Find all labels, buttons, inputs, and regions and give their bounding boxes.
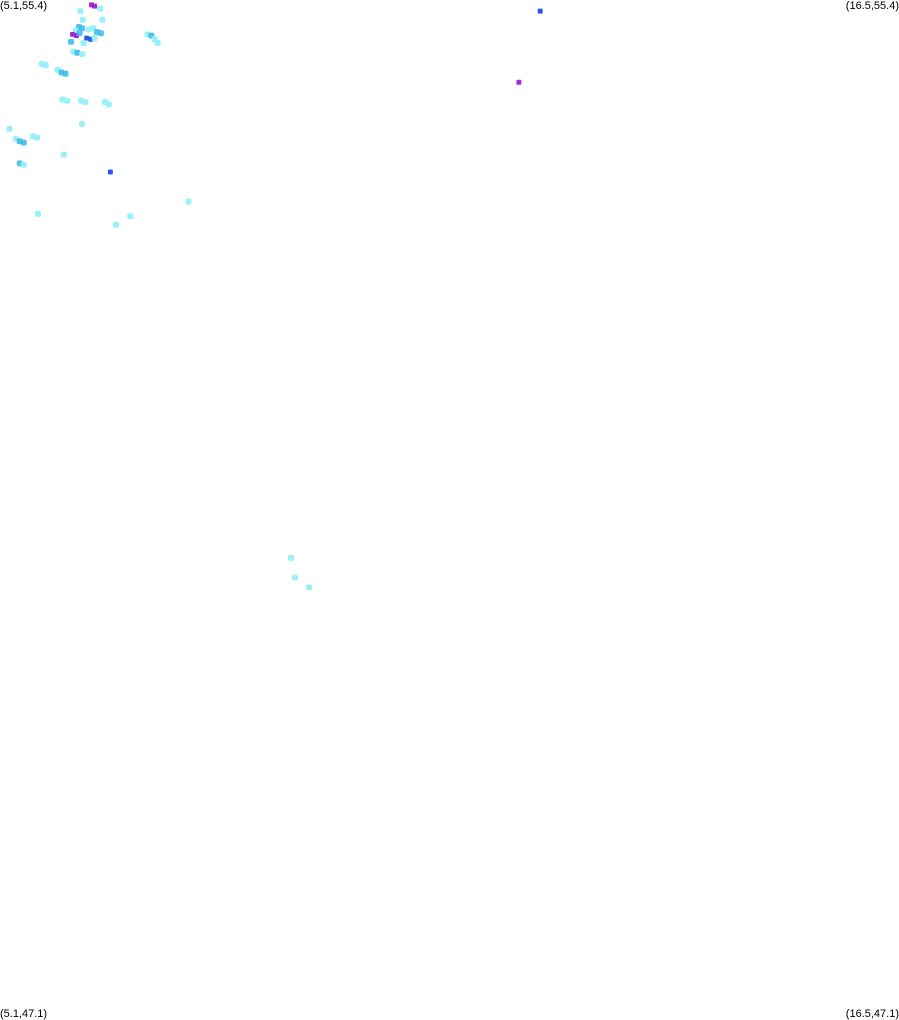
map-point-low (91, 35, 98, 42)
map-point-mid (97, 30, 104, 37)
corner-label-bottom-right: (16.5,47.1) (845, 1008, 899, 1020)
map-point-high (537, 8, 543, 14)
map-point-low (112, 221, 119, 228)
map-point-low (85, 26, 92, 33)
map-point-low (185, 198, 192, 205)
map-point-mid (76, 30, 83, 37)
map-point-low (34, 210, 41, 217)
corner-label-bottom-left: (5.1,47.1) (0, 1008, 48, 1020)
map-point-mid (62, 70, 69, 77)
map-point-peak (70, 31, 76, 37)
map-point-low (42, 62, 49, 69)
map-point-low (105, 101, 112, 108)
map-point-high (107, 169, 113, 175)
map-point-low (97, 5, 104, 12)
map-point-low (79, 51, 85, 58)
corner-label-top-left: (5.1,55.4) (0, 0, 48, 12)
map-point-low (64, 97, 70, 104)
map-point-low (288, 554, 294, 561)
map-point-low (127, 213, 134, 220)
map-point-low (99, 16, 106, 23)
map-point-low (79, 121, 85, 128)
map-point-mid (68, 38, 74, 45)
map-point-mid (20, 139, 27, 146)
map-point-mid (79, 25, 85, 32)
map-point-low (79, 16, 86, 23)
map-point-low (82, 99, 89, 105)
map-point-peak (516, 79, 522, 85)
map-point-peak (92, 3, 98, 9)
map-point-low (6, 126, 13, 132)
map-point-low (59, 96, 66, 103)
map-point-low (34, 134, 41, 141)
corner-label-top-right: (16.5,55.4) (845, 0, 899, 12)
map-point-low (20, 161, 27, 168)
map-point-low (80, 40, 87, 46)
map-point-mid (74, 49, 81, 56)
map-point-high (84, 35, 90, 41)
map-point-low (306, 584, 313, 591)
map-point-low (291, 574, 298, 581)
map-point-low (77, 8, 84, 15)
map-point-low (154, 40, 161, 46)
map-point-low (60, 151, 67, 158)
